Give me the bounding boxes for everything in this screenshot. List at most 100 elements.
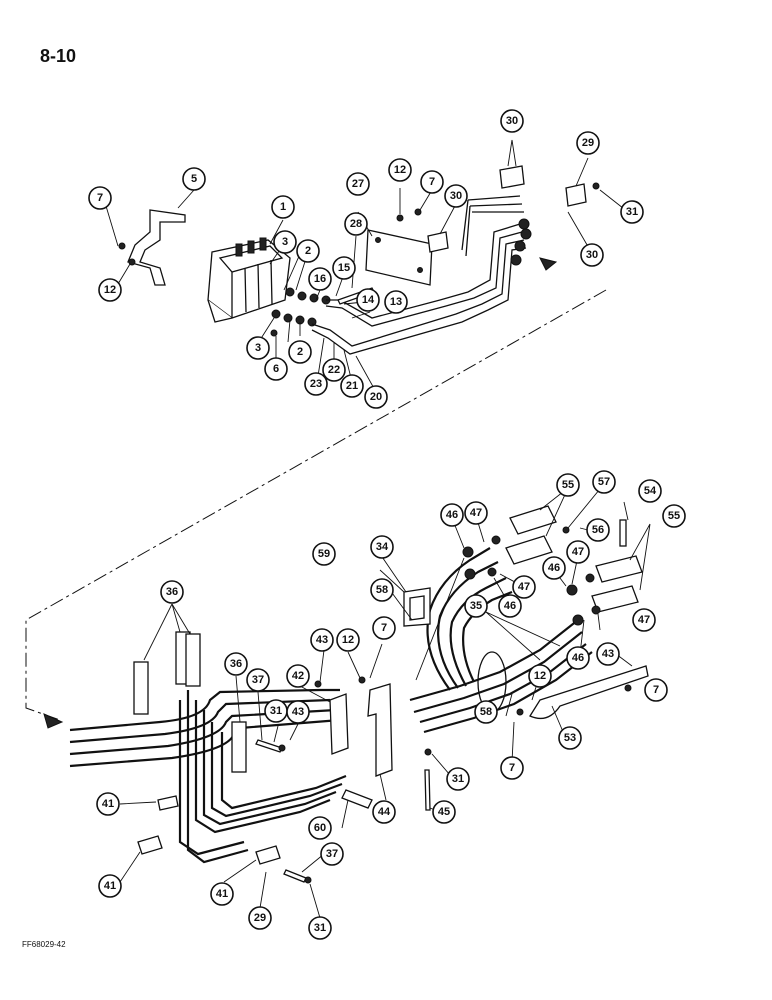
- callout: 55: [556, 473, 580, 497]
- svg-text:43: 43: [316, 634, 328, 646]
- svg-text:57: 57: [598, 476, 610, 488]
- callout: 20: [364, 385, 388, 409]
- callout: 58: [474, 700, 498, 724]
- svg-text:58: 58: [376, 584, 388, 596]
- callout: 30: [500, 109, 524, 133]
- svg-text:7: 7: [509, 762, 515, 774]
- svg-text:3: 3: [255, 342, 261, 354]
- svg-text:29: 29: [582, 137, 594, 149]
- svg-text:56: 56: [592, 524, 604, 536]
- svg-text:2: 2: [305, 245, 311, 257]
- callout: 35: [464, 594, 488, 618]
- svg-text:16: 16: [314, 273, 326, 285]
- callout: 44: [372, 800, 396, 824]
- callout: 47: [512, 575, 536, 599]
- svg-text:41: 41: [104, 880, 116, 892]
- callout: 12: [98, 278, 122, 302]
- callout: 57: [592, 470, 616, 494]
- svg-text:41: 41: [102, 798, 114, 810]
- tube-clamp: [427, 231, 449, 253]
- svg-text:12: 12: [342, 634, 354, 646]
- callout: 55: [662, 504, 686, 528]
- callout: 29: [576, 131, 600, 155]
- callout: 36: [160, 580, 184, 604]
- callout: 31: [620, 200, 644, 224]
- svg-text:41: 41: [216, 888, 228, 900]
- svg-text:23: 23: [310, 378, 322, 390]
- callout: 47: [464, 501, 488, 525]
- callout: 12: [336, 628, 360, 652]
- svg-text:7: 7: [429, 176, 435, 188]
- svg-text:27: 27: [352, 178, 364, 190]
- callout: 41: [96, 792, 120, 816]
- svg-text:35: 35: [470, 600, 482, 612]
- mounting-bracket: [127, 209, 186, 286]
- callout: 22: [322, 358, 346, 382]
- svg-text:6: 6: [273, 363, 279, 375]
- callout: 3: [273, 230, 297, 254]
- callout: 7: [500, 756, 524, 780]
- steel-tube-bundle: [69, 688, 347, 864]
- callout: 12: [388, 158, 412, 182]
- callout: 7: [88, 186, 112, 210]
- callout: 21: [340, 374, 364, 398]
- svg-text:47: 47: [470, 507, 482, 519]
- tube-clamp-stacks: [133, 631, 247, 773]
- callout: 37: [320, 842, 344, 866]
- steel-tubes-upper: [311, 195, 527, 355]
- mounting-plate: [365, 229, 433, 286]
- callout: 30: [444, 184, 468, 208]
- valve-fittings: [270, 287, 331, 337]
- lower-assembly: [69, 483, 651, 919]
- svg-text:59: 59: [318, 548, 330, 560]
- spacer-block: [341, 789, 373, 809]
- tube-clamp-top: [499, 165, 525, 189]
- svg-text:37: 37: [326, 848, 338, 860]
- svg-text:37: 37: [252, 674, 264, 686]
- quick-couplers-lower: [462, 505, 643, 626]
- callout: 59: [312, 542, 336, 566]
- callout: 46: [498, 594, 522, 618]
- callout: 23: [304, 372, 328, 396]
- callout: 12: [528, 664, 552, 688]
- callout: 31: [264, 699, 288, 723]
- svg-text:43: 43: [602, 648, 614, 660]
- svg-text:60: 60: [314, 822, 326, 834]
- svg-text:31: 31: [626, 206, 638, 218]
- angle-bracket: [367, 683, 393, 777]
- callout: 46: [542, 556, 566, 580]
- svg-text:30: 30: [450, 190, 462, 202]
- tube-clamp-41a: [157, 795, 179, 811]
- svg-text:3: 3: [282, 236, 288, 248]
- svg-text:36: 36: [166, 586, 178, 598]
- svg-text:29: 29: [254, 912, 266, 924]
- svg-text:13: 13: [390, 296, 402, 308]
- svg-text:43: 43: [292, 706, 304, 718]
- callout: 29: [248, 906, 272, 930]
- callout: 13: [384, 290, 408, 314]
- quick-couplers-upper: [510, 218, 532, 266]
- hose-support-bracket: [529, 665, 649, 720]
- callout: 3: [246, 336, 270, 360]
- callout: 30: [580, 243, 604, 267]
- svg-text:12: 12: [104, 284, 116, 296]
- svg-text:30: 30: [586, 249, 598, 261]
- svg-text:28: 28: [350, 218, 362, 230]
- callout: 7: [644, 678, 668, 702]
- callout: 41: [210, 882, 234, 906]
- callout: 1: [271, 195, 295, 219]
- callout: 53: [558, 726, 582, 750]
- callout: 41: [98, 874, 122, 898]
- svg-text:21: 21: [346, 380, 358, 392]
- svg-text:46: 46: [548, 562, 560, 574]
- callout: 14: [356, 288, 380, 312]
- callout: 31: [446, 767, 470, 791]
- tube-clamp-41c: [255, 845, 281, 865]
- callout: 47: [566, 540, 590, 564]
- svg-text:1: 1: [280, 201, 286, 213]
- control-valve: [207, 237, 291, 323]
- support-plate: [329, 693, 349, 755]
- page-number: 8-10: [40, 46, 77, 66]
- svg-text:22: 22: [328, 364, 340, 376]
